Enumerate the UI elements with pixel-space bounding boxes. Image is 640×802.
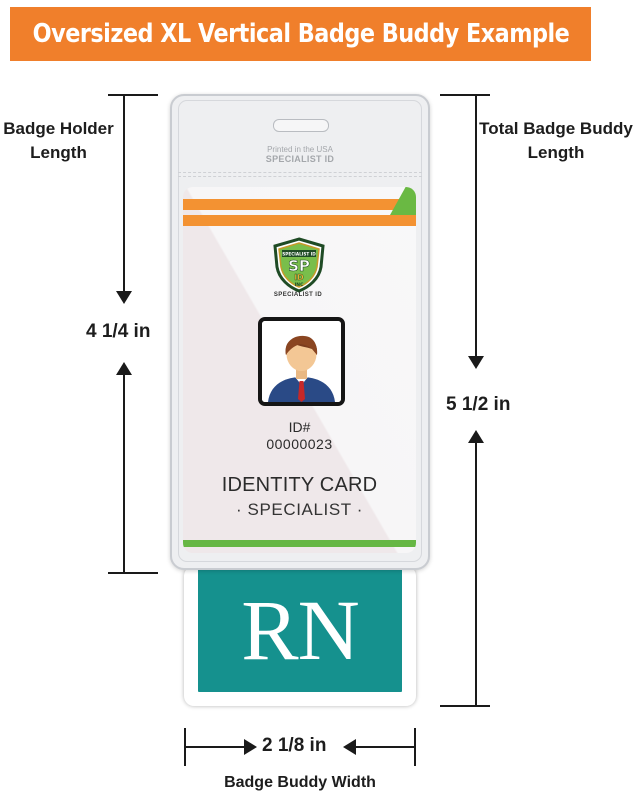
total-length-line-top <box>475 94 477 364</box>
width-left-tick <box>184 728 186 766</box>
id-label: ID# <box>288 419 311 435</box>
card-green-stripe <box>183 540 416 547</box>
holder-length-label: Badge Holder Length <box>0 117 117 165</box>
total-top-tick <box>440 94 490 96</box>
total-length-label-line1: Total Badge Buddy <box>479 119 633 138</box>
total-bottom-tick <box>440 705 490 707</box>
logo-inc: INC <box>295 282 304 288</box>
arrow-down-icon <box>116 291 132 304</box>
title-text: Oversized XL Vertical Badge Buddy Exampl… <box>32 19 569 49</box>
width-caption: Badge Buddy Width <box>224 774 376 791</box>
card-orange-stripe <box>183 199 416 210</box>
width-right-tick <box>414 728 416 766</box>
card-subtitle: · SPECIALIST · <box>235 500 364 519</box>
holder-length-line-bottom <box>123 372 125 572</box>
arrow-up-icon <box>116 362 132 375</box>
holder-length-label-line1: Badge Holder <box>3 119 114 138</box>
total-length-label: Total Badge Buddy Length <box>472 117 640 165</box>
card-title: IDENTITY CARD <box>221 474 378 496</box>
arrow-left-icon <box>343 739 356 755</box>
badge-holder-inner-edge <box>178 100 422 562</box>
arrow-up-icon <box>468 430 484 443</box>
total-length-label-line2: Length <box>527 143 585 162</box>
holder-bottom-tick <box>108 572 158 574</box>
seal-line <box>178 172 422 173</box>
logo-id: ID <box>294 273 304 282</box>
arrow-right-icon <box>244 739 257 755</box>
title-banner: Oversized XL Vertical Badge Buddy Exampl… <box>10 7 591 61</box>
avatar <box>258 317 345 406</box>
holder-length-label-line2: Length <box>30 143 87 162</box>
id-card: SPECIALIST ID SP ID INC SPECIALIST ID ID… <box>183 187 416 553</box>
logo-brand-text: SPECIALIST ID <box>273 292 323 298</box>
total-length-value: 5 1/2 in <box>446 394 511 415</box>
card-orange-stripe <box>183 215 416 226</box>
total-length-line-bottom <box>475 440 477 705</box>
holder-printed-brand: SPECIALIST ID <box>265 154 335 164</box>
person-avatar-icon <box>262 321 341 402</box>
holder-length-line-top <box>123 94 125 299</box>
width-value: 2 1/8 in <box>262 735 327 756</box>
logo-top-text: SPECIALIST ID <box>282 252 316 257</box>
badge-buddy-text: RN <box>241 582 359 678</box>
holder-length-value: 4 1/4 in <box>86 321 151 342</box>
seal-line <box>178 176 422 177</box>
lanyard-slot <box>273 119 329 132</box>
badge-buddy-panel: RN <box>198 568 402 692</box>
id-number: 00000023 <box>266 436 333 452</box>
arrow-down-icon <box>468 356 484 369</box>
logo-letters: SP <box>288 257 310 275</box>
shield-logo-icon: SPECIALIST ID SP ID INC <box>271 237 327 293</box>
width-line-right <box>355 746 415 748</box>
holder-top-tick <box>108 94 158 96</box>
width-line-left <box>186 746 246 748</box>
holder-printed-text: Printed in the USA <box>267 145 333 154</box>
